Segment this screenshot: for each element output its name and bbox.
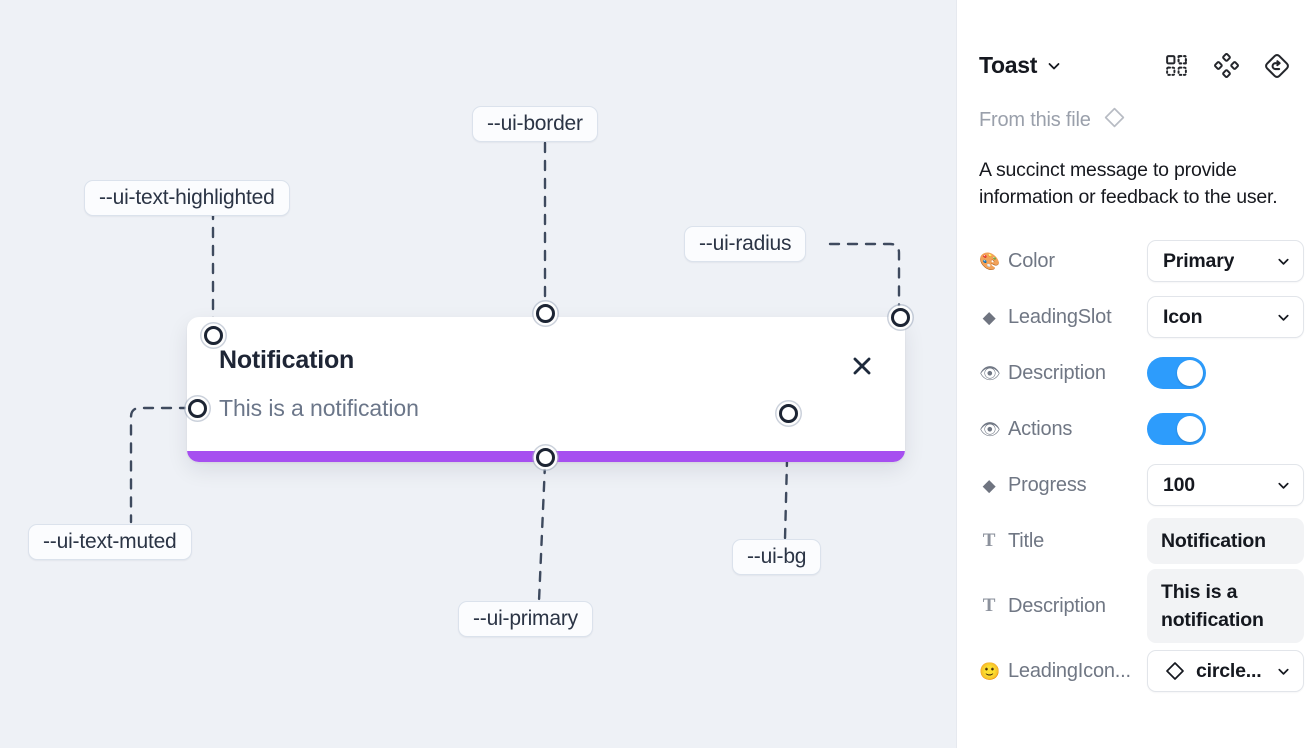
property-name-description-toggle: Description bbox=[1008, 361, 1106, 384]
toggle-knob bbox=[1177, 360, 1203, 386]
toggle-knob bbox=[1177, 416, 1203, 442]
eye-emoji-icon: 👁 bbox=[979, 363, 1001, 383]
variants-diamond-icon[interactable] bbox=[1214, 53, 1239, 78]
progress-select[interactable]: 100 bbox=[1147, 464, 1304, 506]
property-label-leadingicon: 🙂 LeadingIcon... bbox=[979, 660, 1147, 683]
property-name-title: Title bbox=[1008, 529, 1045, 552]
anchor-dot-text-muted[interactable] bbox=[188, 399, 207, 418]
callout-ui-border[interactable]: --ui-border bbox=[472, 106, 598, 142]
from-this-file-row[interactable]: From this file bbox=[957, 79, 1312, 135]
anchor-dot-bg[interactable] bbox=[779, 404, 798, 423]
leadingslot-select-value: Icon bbox=[1163, 305, 1203, 328]
property-label-description-text: T Description bbox=[979, 595, 1147, 618]
reset-instance-icon[interactable] bbox=[1264, 53, 1290, 79]
property-name-leadingslot: LeadingSlot bbox=[1008, 305, 1112, 328]
property-name-description-text: Description bbox=[1008, 594, 1106, 617]
property-row-description-toggle: 👁 Description bbox=[979, 345, 1292, 401]
property-label-actions-toggle: 👁 Actions bbox=[979, 418, 1147, 441]
callout-ui-text-highlighted[interactable]: --ui-text-highlighted bbox=[84, 180, 290, 216]
property-row-color: 🎨 Color Primary bbox=[979, 233, 1304, 289]
chevron-down-icon bbox=[1268, 664, 1291, 679]
text-type-icon: T bbox=[982, 595, 996, 616]
toast-title: Notification bbox=[219, 346, 355, 374]
diamond-component-icon bbox=[1102, 105, 1127, 135]
anchor-dot-text-highlighted[interactable] bbox=[204, 326, 223, 345]
property-name-progress: Progress bbox=[1008, 473, 1087, 496]
anchor-dot-radius[interactable] bbox=[891, 308, 910, 327]
property-name-color: Color bbox=[1008, 249, 1055, 272]
wire-ui-radius bbox=[828, 242, 901, 312]
leadingicon-select[interactable]: circle... bbox=[1147, 650, 1304, 692]
property-row-actions-toggle: 👁 Actions bbox=[979, 401, 1292, 457]
toast-description: This is a notification bbox=[219, 395, 419, 421]
from-this-file-label: From this file bbox=[979, 108, 1091, 131]
callout-ui-bg[interactable]: --ui-bg bbox=[732, 539, 822, 575]
property-row-title: T Title Notification bbox=[979, 513, 1304, 569]
title-input[interactable]: Notification bbox=[1147, 518, 1304, 564]
property-row-description-text: T Description This is a notification bbox=[979, 569, 1304, 643]
anchor-dot-border[interactable] bbox=[536, 304, 555, 323]
callout-ui-radius[interactable]: --ui-radius bbox=[684, 226, 807, 262]
property-row-progress: ◆ Progress 100 bbox=[979, 457, 1304, 513]
chevron-down-icon[interactable] bbox=[1046, 58, 1062, 74]
smiley-emoji-icon: 🙂 bbox=[979, 661, 1000, 681]
property-label-title: T Title bbox=[979, 530, 1147, 553]
description-input[interactable]: This is a notification bbox=[1147, 569, 1304, 643]
actions-toggle[interactable] bbox=[1147, 413, 1206, 445]
design-canvas[interactable]: Notification This is a notification --ui… bbox=[0, 0, 956, 748]
properties-panel: Toast bbox=[956, 0, 1312, 748]
color-select[interactable]: Primary bbox=[1147, 240, 1304, 282]
text-type-icon: T bbox=[982, 530, 996, 551]
toast-component[interactable]: Notification This is a notification bbox=[187, 317, 905, 462]
chevron-down-icon bbox=[1268, 310, 1291, 325]
property-label-leadingslot: ◆ LeadingSlot bbox=[979, 306, 1147, 329]
diamond-component-icon bbox=[1163, 659, 1187, 683]
properties-list: 🎨 Color Primary ◆ LeadingSlot bbox=[957, 211, 1312, 699]
close-x-icon[interactable] bbox=[847, 351, 877, 381]
panel-description: A succinct message to provide informatio… bbox=[979, 159, 1278, 208]
panel-title: Toast bbox=[979, 52, 1038, 78]
property-label-description-toggle: 👁 Description bbox=[979, 362, 1147, 385]
property-label-progress: ◆ Progress bbox=[979, 474, 1147, 497]
panel-header: Toast bbox=[957, 0, 1312, 79]
progress-select-value: 100 bbox=[1163, 473, 1195, 496]
wire-ui-primary bbox=[537, 462, 547, 603]
component-grid-icon[interactable] bbox=[1164, 53, 1189, 78]
eye-emoji-icon: 👁 bbox=[979, 419, 1001, 439]
diamond-emoji-icon: ◆ bbox=[982, 307, 996, 327]
chevron-down-icon bbox=[1268, 254, 1291, 269]
diamond-emoji-icon: ◆ bbox=[982, 475, 996, 495]
property-row-leadingicon: 🙂 LeadingIcon... circle... bbox=[979, 643, 1304, 699]
color-select-value: Primary bbox=[1163, 249, 1235, 272]
property-label-color: 🎨 Color bbox=[979, 250, 1147, 273]
panel-header-icons bbox=[1164, 53, 1290, 79]
chevron-down-icon bbox=[1268, 478, 1291, 493]
property-name-leadingicon: LeadingIcon... bbox=[1008, 659, 1131, 682]
property-name-actions-toggle: Actions bbox=[1008, 417, 1073, 440]
wire-ui-text-muted bbox=[129, 406, 191, 524]
palette-emoji-icon: 🎨 bbox=[979, 251, 1000, 271]
leadingicon-select-value: circle... bbox=[1196, 659, 1262, 682]
anchor-dot-primary[interactable] bbox=[536, 448, 555, 467]
callout-ui-primary[interactable]: --ui-primary bbox=[458, 601, 593, 637]
leadingslot-select[interactable]: Icon bbox=[1147, 296, 1304, 338]
description-toggle[interactable] bbox=[1147, 357, 1206, 389]
property-row-leadingslot: ◆ LeadingSlot Icon bbox=[979, 289, 1304, 345]
callout-ui-text-muted[interactable]: --ui-text-muted bbox=[28, 524, 192, 560]
